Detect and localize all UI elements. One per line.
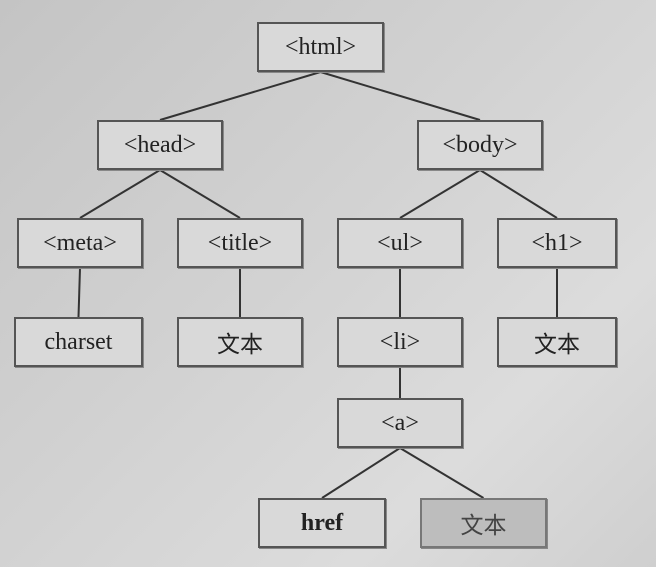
edge-head-meta [79,169,161,219]
node-title: <title> [177,218,303,268]
edge-meta-charset [77,267,81,318]
node-ul: <ul> [337,218,463,268]
node-html: <html> [257,22,384,72]
edge-html-head [159,71,321,121]
edge-body-h1 [479,169,558,219]
node-head: <head> [97,120,223,170]
node-meta: <meta> [17,218,143,268]
node-charset: charset [14,317,143,367]
node-title-text: 文本 [177,317,303,367]
node-a-text: 文本 [420,498,547,548]
node-h1: <h1> [497,218,617,268]
edge-html-body [320,71,481,121]
node-h1-text: 文本 [497,317,617,367]
node-href: href [258,498,386,548]
node-li: <li> [337,317,463,367]
edge-body-ul [399,169,481,219]
node-a: <a> [337,398,463,448]
node-body: <body> [417,120,543,170]
edge-a-href [321,447,401,499]
edge-a-a_text [399,447,485,499]
edge-head-title [159,169,241,219]
